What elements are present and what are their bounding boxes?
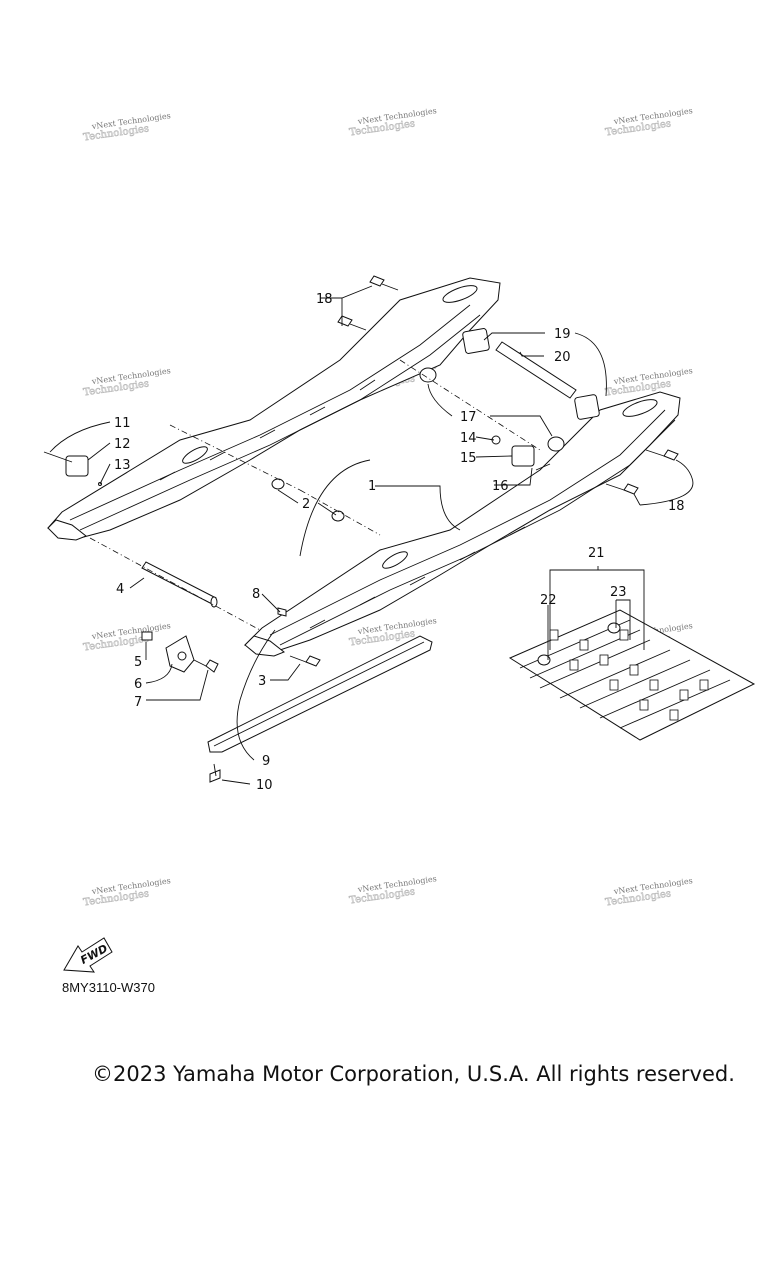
callout-8: 8 bbox=[252, 587, 260, 602]
washer-upper bbox=[271, 478, 285, 490]
stopper-block-upper bbox=[462, 328, 490, 354]
callout-labels: 1 2 3 4 5 6 7 8 9 10 11 12 13 14 15 16 1… bbox=[114, 292, 685, 793]
fasteners bbox=[43, 275, 679, 783]
slide-runner bbox=[207, 635, 433, 753]
callout-19: 19 bbox=[554, 327, 571, 342]
stopper-15 bbox=[511, 445, 535, 467]
callout-14: 14 bbox=[460, 431, 477, 446]
fwd-arrow-icon: FWD bbox=[63, 937, 113, 973]
callout-15: 15 bbox=[460, 451, 477, 466]
collar-lower bbox=[547, 436, 565, 452]
right-slide-rail bbox=[243, 391, 681, 657]
callout-11: 11 bbox=[114, 416, 131, 431]
callout-5: 5 bbox=[134, 655, 142, 670]
callout-23: 23 bbox=[610, 585, 627, 600]
bracket-hole bbox=[177, 651, 187, 661]
collar-upper bbox=[419, 367, 437, 383]
callout-21: 21 bbox=[588, 546, 605, 561]
callout-12: 12 bbox=[114, 437, 131, 452]
washer-lower bbox=[331, 510, 345, 522]
callout-7: 7 bbox=[134, 695, 142, 710]
copyright-notice: ©2023 Yamaha Motor Corporation, U.S.A. A… bbox=[92, 1062, 735, 1086]
leader-lines bbox=[49, 285, 694, 785]
callout-3: 3 bbox=[258, 674, 266, 689]
left-slide-rail bbox=[47, 277, 501, 541]
track-section bbox=[508, 609, 756, 741]
upper-shaft bbox=[495, 341, 577, 399]
callout-16: 16 bbox=[492, 479, 509, 494]
stopper-block-lower bbox=[574, 394, 600, 420]
callout-1: 1 bbox=[368, 479, 376, 494]
callout-9: 9 bbox=[262, 754, 270, 769]
callout-18-upper: 18 bbox=[316, 292, 333, 307]
callout-22: 22 bbox=[540, 593, 557, 608]
callout-4: 4 bbox=[116, 582, 124, 597]
callout-10: 10 bbox=[256, 778, 273, 793]
callout-2: 2 bbox=[302, 497, 310, 512]
callout-6: 6 bbox=[134, 677, 142, 692]
callout-18-lower: 18 bbox=[668, 499, 685, 514]
callout-17: 17 bbox=[460, 410, 477, 425]
callout-20: 20 bbox=[554, 350, 571, 365]
callout-13: 13 bbox=[114, 458, 131, 473]
assembly-lines bbox=[89, 359, 541, 631]
diagram-code: 8MY3110-W370 bbox=[62, 980, 155, 995]
stopper-12 bbox=[65, 455, 89, 477]
